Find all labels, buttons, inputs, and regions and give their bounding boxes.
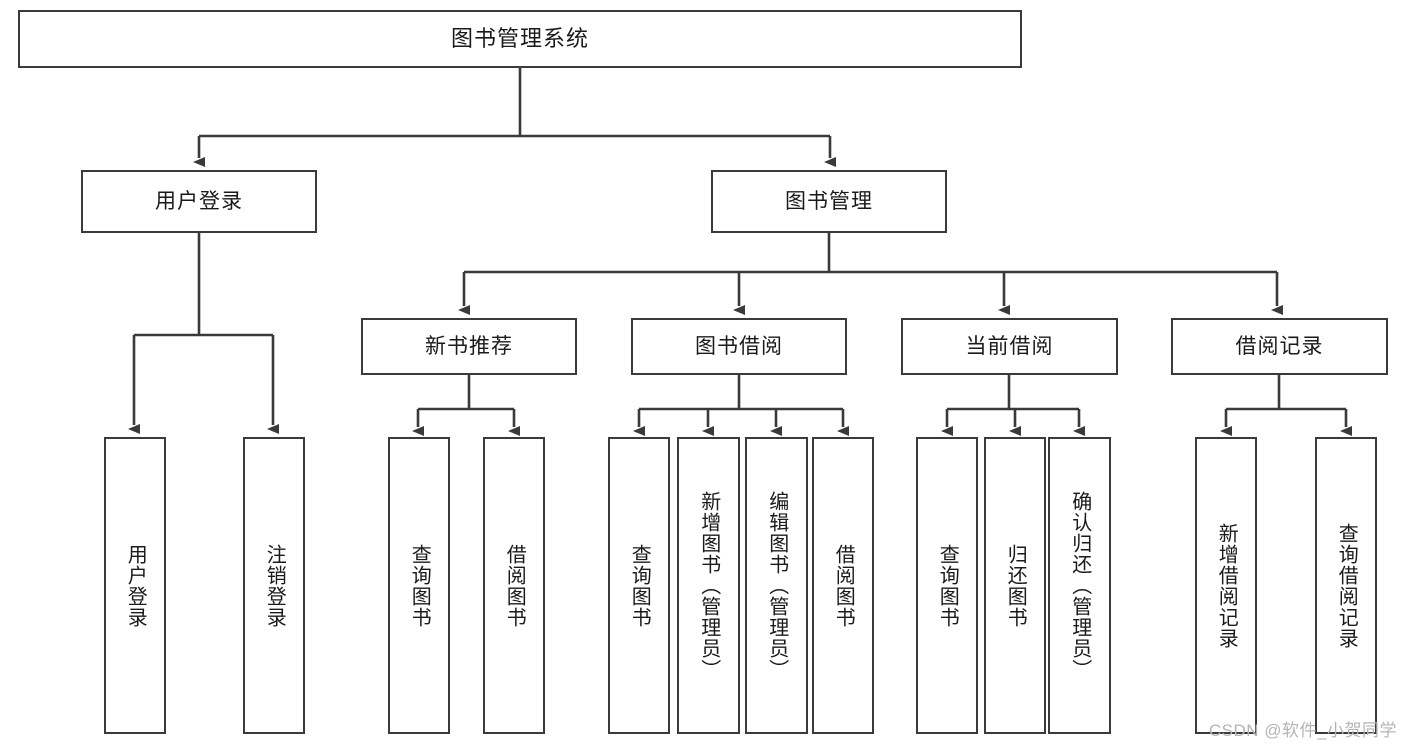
node-book-borrow[interactable]: 图书借阅 — [631, 318, 847, 375]
node-leaf-query-book-rec[interactable]: 查询图书 — [388, 437, 450, 734]
node-root[interactable]: 图书管理系统 — [18, 10, 1022, 68]
node-leaf-confirm-return-label: 确认归还（管理员） — [1068, 491, 1091, 680]
node-current-borrow-label: 当前借阅 — [965, 334, 1054, 358]
node-leaf-user-login[interactable]: 用户登录 — [104, 437, 166, 734]
node-leaf-logout-label: 注销登录 — [263, 543, 286, 628]
node-leaf-user-login-label: 用户登录 — [124, 543, 147, 628]
node-book-manage-label: 图书管理 — [785, 189, 873, 213]
node-leaf-borrow-book-rec[interactable]: 借阅图书 — [483, 437, 545, 734]
node-new-book-rec[interactable]: 新书推荐 — [361, 318, 577, 375]
node-root-label: 图书管理系统 — [450, 25, 589, 51]
node-leaf-query-book-borrow[interactable]: 查询图书 — [608, 437, 670, 734]
node-leaf-confirm-return[interactable]: 确认归还（管理员） — [1048, 437, 1111, 734]
node-leaf-edit-book-label: 编辑图书（管理员） — [765, 491, 788, 680]
node-leaf-query-record[interactable]: 查询借阅记录 — [1315, 437, 1377, 734]
node-leaf-query-record-label: 查询借阅记录 — [1335, 522, 1358, 649]
node-current-borrow[interactable]: 当前借阅 — [901, 318, 1118, 375]
node-leaf-query-book-rec-label: 查询图书 — [408, 543, 431, 628]
node-leaf-query-book-current[interactable]: 查询图书 — [916, 437, 978, 734]
node-leaf-return-book[interactable]: 归还图书 — [984, 437, 1046, 734]
node-leaf-add-book-label: 新增图书（管理员） — [697, 491, 720, 680]
node-leaf-borrow-book-rec-label: 借阅图书 — [503, 543, 526, 628]
node-leaf-add-record[interactable]: 新增借阅记录 — [1195, 437, 1257, 734]
node-user-login-label: 用户登录 — [155, 189, 243, 213]
node-book-borrow-label: 图书借阅 — [695, 334, 783, 358]
node-book-manage[interactable]: 图书管理 — [711, 170, 947, 233]
node-leaf-return-book-label: 归还图书 — [1004, 543, 1027, 628]
node-leaf-logout[interactable]: 注销登录 — [243, 437, 305, 734]
node-leaf-edit-book[interactable]: 编辑图书（管理员） — [745, 437, 808, 734]
node-borrow-record[interactable]: 借阅记录 — [1171, 318, 1388, 375]
node-user-login[interactable]: 用户登录 — [81, 170, 317, 233]
watermark-text: CSDN @软件_小贺同学 — [1208, 721, 1397, 740]
node-borrow-record-label: 借阅记录 — [1235, 334, 1324, 358]
node-leaf-borrow-book[interactable]: 借阅图书 — [812, 437, 874, 734]
node-leaf-query-book-current-label: 查询图书 — [936, 543, 959, 628]
node-leaf-add-book[interactable]: 新增图书（管理员） — [677, 437, 740, 734]
node-leaf-borrow-book-label: 借阅图书 — [832, 543, 855, 628]
node-leaf-query-book-borrow-label: 查询图书 — [628, 543, 651, 628]
node-leaf-add-record-label: 新增借阅记录 — [1215, 522, 1238, 649]
node-new-book-rec-label: 新书推荐 — [425, 334, 513, 358]
